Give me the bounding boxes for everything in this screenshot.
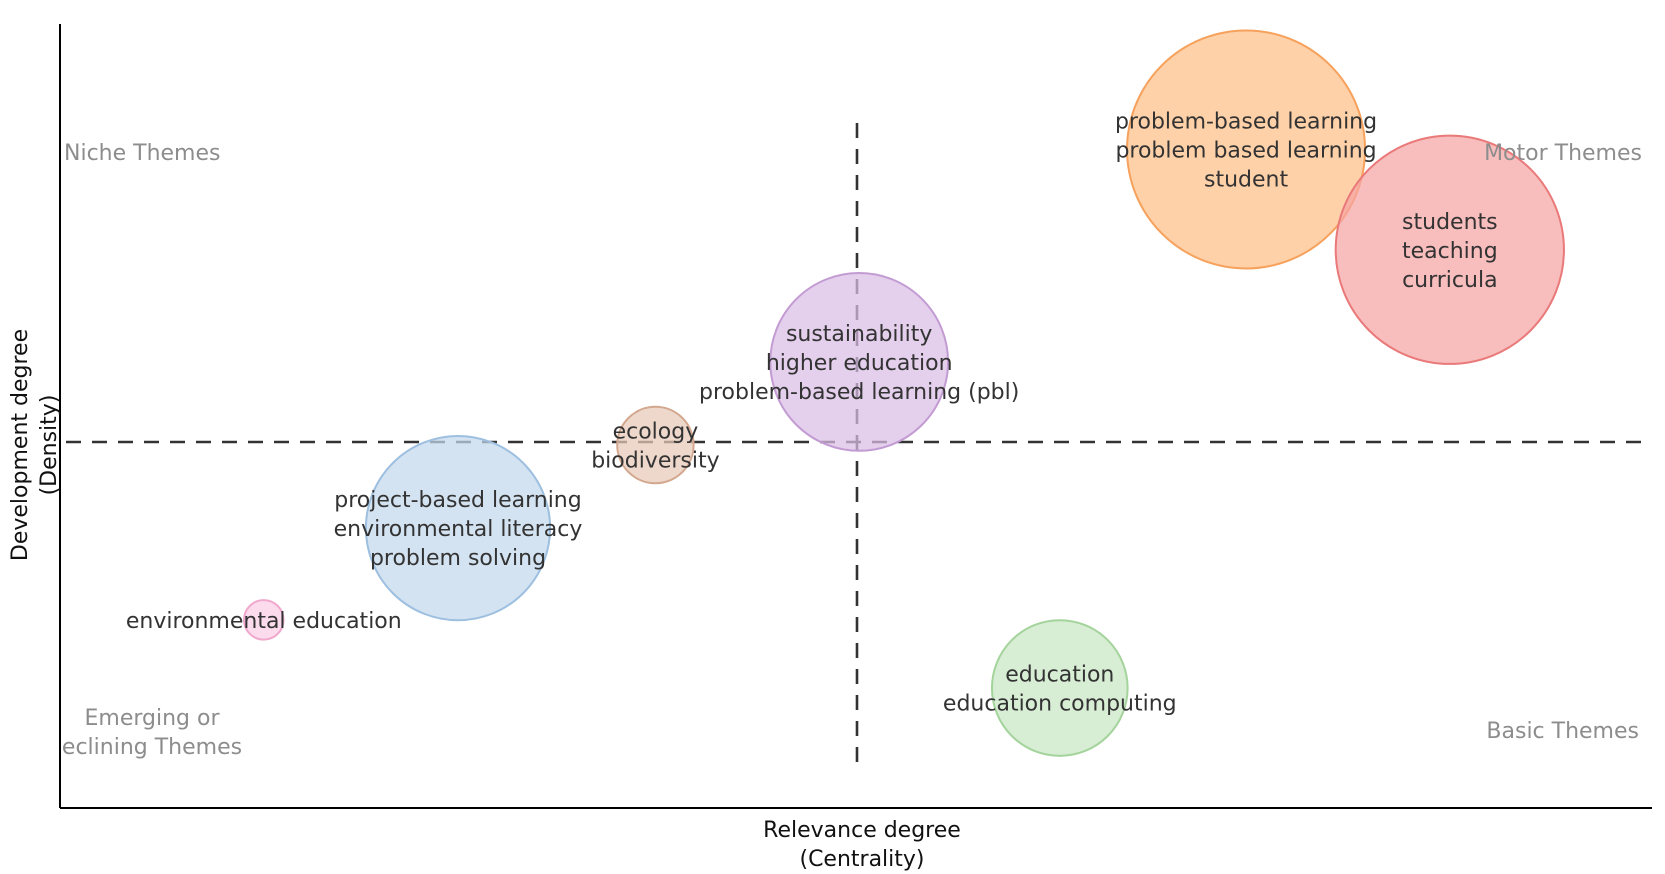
- theme-label-3-line-2: higher education: [766, 351, 953, 376]
- theme-label-7: education education computing: [943, 663, 1177, 717]
- quadrant-label-bottom-left-line-2: eclining Themes: [62, 735, 242, 760]
- quadrant-label-top-left-line-1: Niche Themes: [64, 141, 220, 166]
- theme-label-3-line-3: problem-based learning (pbl): [699, 380, 1019, 405]
- theme-label-4: ecology biodiversity: [591, 420, 719, 474]
- theme-label-7-line-1: education: [1005, 663, 1114, 688]
- theme-label-6: environmental education: [126, 609, 402, 634]
- theme-label-3-line-1: sustainability: [786, 322, 932, 347]
- quadrant-label-bottom-left-line-1: Emerging or: [84, 706, 220, 731]
- theme-label-1-line-2: problem based learning: [1115, 138, 1376, 163]
- theme-label-6-line-1: environmental education: [126, 609, 402, 634]
- theme-bubble-5: [364, 435, 552, 622]
- theme-label-7-line-2: education computing: [943, 692, 1177, 717]
- x-axis-title-line-1: Relevance degree: [763, 818, 961, 843]
- theme-label-1-line-3: student: [1204, 167, 1288, 192]
- theme-label-1: problem-based learning problem based lear…: [1115, 109, 1377, 192]
- axes-layer: [59, 24, 1652, 809]
- quadrant-label-bottom-right-line-1: Basic Themes: [1486, 719, 1639, 744]
- theme-bubble-4: [616, 405, 695, 485]
- quadrant-label-bottom-right: Basic Themes: [1486, 719, 1639, 744]
- x-axis-title-line-2: (Centrality): [799, 847, 924, 872]
- quadrant-label-top-right-line-1: Motor Themes: [1484, 141, 1642, 166]
- theme-bubble-6: [243, 599, 285, 641]
- theme-label-5: project-based learning environmental lite…: [334, 488, 583, 571]
- quadrant-label-top-right: Motor Themes: [1484, 141, 1642, 166]
- theme-label-2-line-1: students: [1402, 210, 1498, 235]
- theme-label-4-line-2: biodiversity: [591, 449, 719, 474]
- quadrant-label-bottom-left: Emerging or eclining Themes: [62, 706, 242, 760]
- label-layer: problem-based learning problem based lear…: [126, 109, 1498, 716]
- bubble-layer: [243, 29, 1565, 757]
- theme-bubble-1: [1126, 29, 1367, 270]
- theme-label-2: students teaching curricula: [1402, 210, 1498, 293]
- theme-label-1-line-1: problem-based learning: [1115, 109, 1377, 134]
- theme-bubble-3: [769, 272, 950, 452]
- theme-label-2-line-2: teaching: [1402, 239, 1498, 264]
- y-axis-title-line-1: Development degree: [8, 329, 33, 561]
- theme-bubble-2: [1334, 134, 1565, 365]
- y-axis-title-group: Development degree(Density): [8, 329, 62, 561]
- theme-label-3: sustainability higher education problem-ba…: [699, 322, 1019, 405]
- theme-label-4-line-1: ecology: [613, 420, 699, 445]
- y-axis-title: Development degree(Density): [8, 329, 62, 561]
- theme-bubble-7: [990, 619, 1129, 757]
- theme-label-5-line-2: environmental literacy: [334, 517, 583, 542]
- y-axis-title-line-2: (Density): [37, 395, 62, 496]
- theme-label-2-line-3: curricula: [1402, 268, 1498, 293]
- x-axis-title: Relevance degree (Centrality): [763, 818, 961, 872]
- theme-label-5-line-1: project-based learning: [334, 488, 581, 513]
- quadrant-label-top-left: Niche Themes: [64, 141, 220, 166]
- theme-label-5-line-3: problem solving: [370, 546, 546, 571]
